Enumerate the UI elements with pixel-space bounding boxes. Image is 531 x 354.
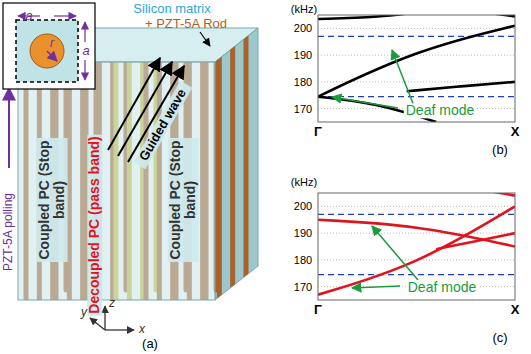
grid-line [318, 233, 515, 234]
material-label: Silicon matrix [131, 2, 212, 16]
dispersion-band [436, 233, 515, 249]
band-plot [318, 10, 515, 122]
tick-label: 190 [292, 227, 314, 239]
dim-arrow [54, 15, 76, 16]
pzt-rod [217, 50, 222, 310]
band-plots [318, 10, 515, 300]
tick-label: 190 [292, 49, 314, 61]
dimension-label: a [23, 9, 34, 23]
dispersion-band [318, 15, 436, 19]
tick-label: 170 [292, 103, 314, 115]
panel-label: (b) [490, 143, 510, 157]
plot-frame [318, 193, 515, 300]
band-edge-line [318, 96, 515, 97]
panel-label: (a) [140, 337, 160, 351]
band-plot [318, 190, 515, 300]
dim-arrow [84, 60, 85, 80]
tick-label: 180 [292, 76, 314, 88]
leader-line [200, 32, 210, 46]
grid-line [318, 28, 515, 29]
polling-label: PZT-5A polling [2, 191, 15, 273]
tick-label: 170 [292, 281, 314, 293]
tick-label: 200 [292, 22, 314, 34]
panel-label: (c) [490, 331, 509, 345]
material-label: + PZT-5A Rod [143, 17, 229, 31]
dispersion-band [407, 82, 515, 91]
pzt-rod [244, 30, 249, 290]
axis-x [105, 329, 134, 330]
axis-label: z [107, 297, 117, 310]
dimension-label: a [80, 44, 91, 58]
leader-line [352, 286, 400, 288]
band-edge-line [318, 274, 515, 275]
callout-label: Deaf mode [406, 280, 478, 295]
pzt-rod [230, 40, 235, 300]
block-front [18, 62, 215, 300]
axis-label: X [509, 303, 522, 317]
axis-label: x [137, 323, 147, 336]
unit-label: (kHz) [289, 3, 319, 15]
axis-label: y [79, 306, 89, 319]
axis-y [90, 318, 105, 330]
dispersion-band [318, 26, 515, 97]
rod-section [30, 34, 64, 68]
grid-line [318, 206, 515, 207]
tick-label: 200 [292, 200, 314, 212]
axis-z [104, 306, 105, 330]
dim-arrow [84, 22, 85, 42]
leader-line [372, 226, 418, 280]
leader-line [332, 97, 398, 108]
radius-arrow [47, 51, 57, 61]
plot-frame [318, 15, 515, 122]
band-edge-line [318, 214, 515, 215]
leader-line [392, 50, 414, 106]
polling-arrow [8, 88, 10, 168]
axis-label: X [509, 125, 522, 139]
axis-label: Γ [312, 125, 324, 139]
unit-label: (kHz) [289, 176, 319, 188]
dimension-label: r [48, 37, 56, 50]
axis-label: Γ [312, 303, 324, 317]
region-label: Coupled PC (Stop band) [168, 138, 199, 262]
unit-cell [16, 20, 78, 82]
unit-cell-inset [3, 3, 95, 89]
region-label: Coupled PC (Stop band) [37, 138, 68, 262]
band-edge-line [318, 36, 515, 37]
region-label: Decoupled PC (pass band) [87, 134, 102, 315]
tick-label: 180 [292, 254, 314, 266]
callout-label: Deaf mode [404, 103, 476, 118]
